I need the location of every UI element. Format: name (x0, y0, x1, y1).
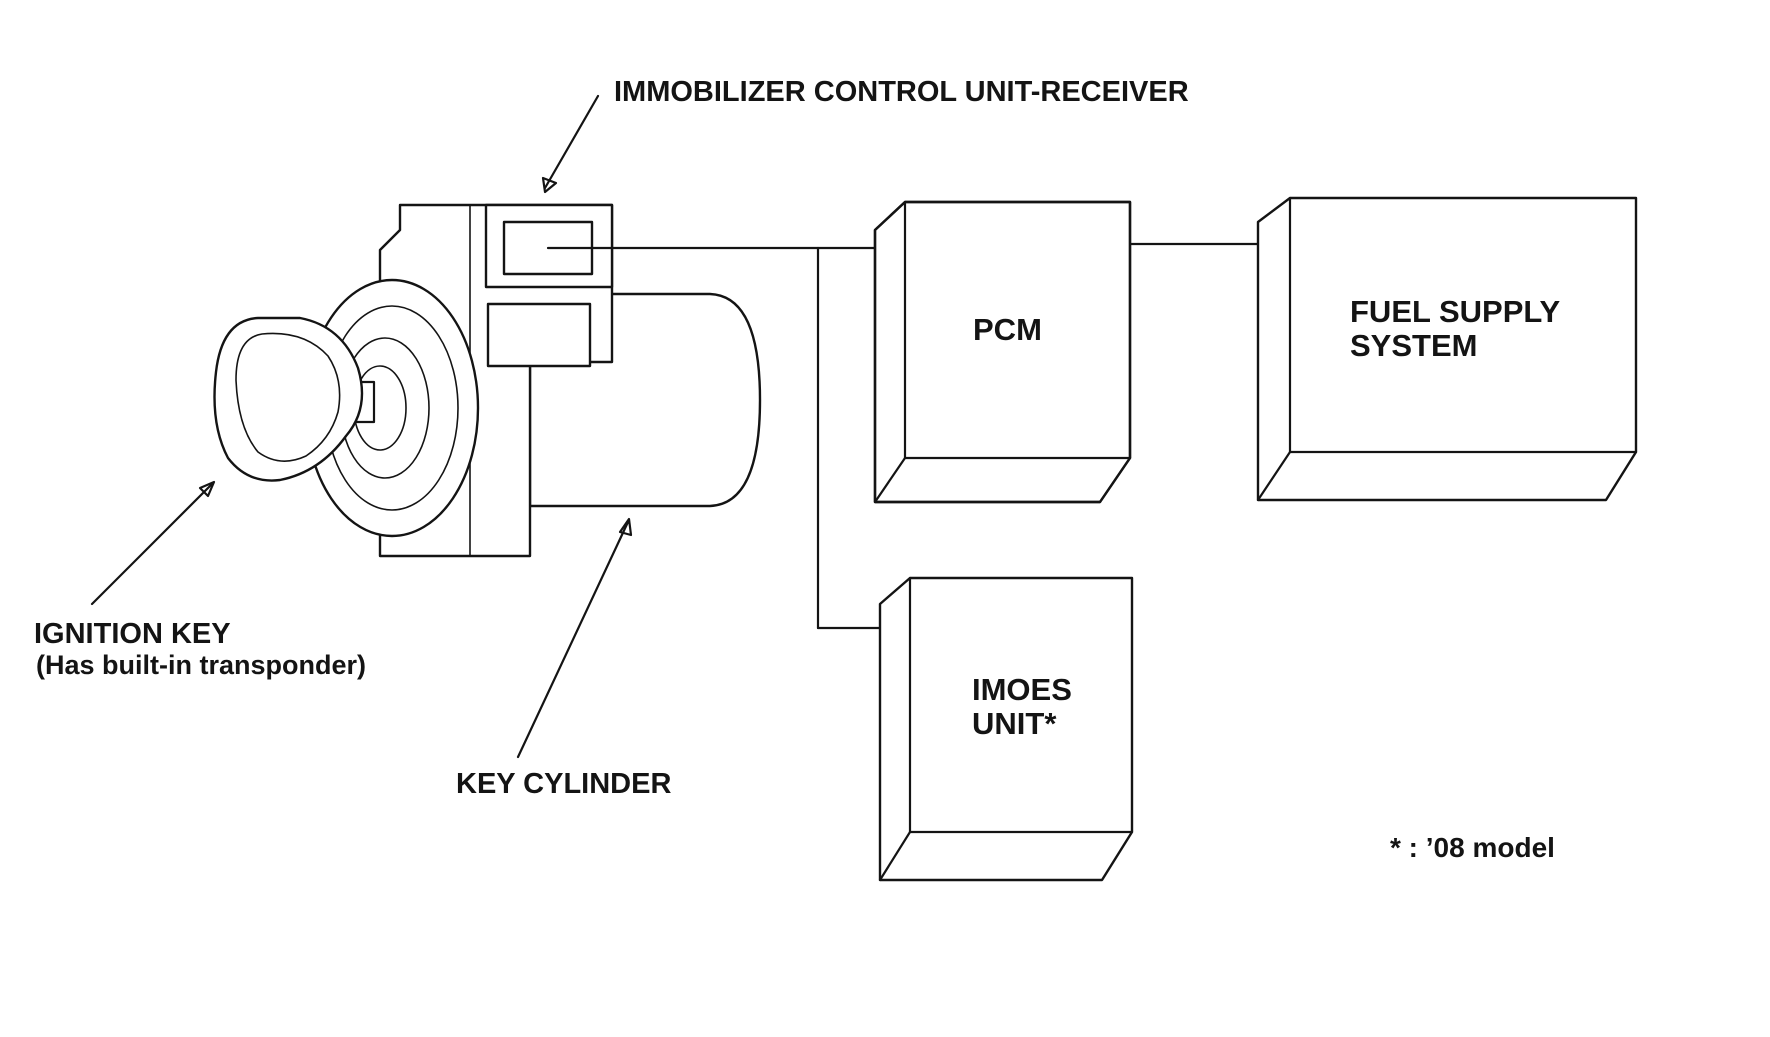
key-cylinder-assembly (213, 203, 762, 558)
fuel-supply-system-unit: FUEL SUPPLY SYSTEM (1256, 196, 1638, 502)
imoes-label-line2: UNIT* (972, 706, 1057, 741)
imoes-label-line1: IMOES (972, 672, 1072, 707)
immobilizer-arrowhead (541, 176, 558, 194)
receiver-connector-block (486, 302, 592, 368)
ignition-key-arrowhead (198, 480, 216, 498)
leader-arrows (90, 94, 633, 759)
key-cylinder-arrowhead (618, 517, 633, 537)
ignition-key-head (213, 316, 364, 482)
fuel-supply-label-line2: SYSTEM (1350, 328, 1477, 363)
pcm-label: PCM (973, 312, 1042, 347)
pcm-unit: PCM (873, 200, 1132, 504)
key-cylinder-label: KEY CYLINDER (456, 768, 671, 800)
footnote: * : ’08 model (1390, 832, 1555, 863)
ignition-key-note: (Has built-in transponder) (36, 650, 366, 680)
ignition-key-label: IGNITION KEY (34, 618, 231, 650)
fuel-supply-label-line1: FUEL SUPPLY (1350, 294, 1560, 329)
imoes-unit: IMOES UNIT* (878, 576, 1134, 882)
immobilizer-unit-label: IMMOBILIZER CONTROL UNIT-RECEIVER (614, 76, 1189, 108)
